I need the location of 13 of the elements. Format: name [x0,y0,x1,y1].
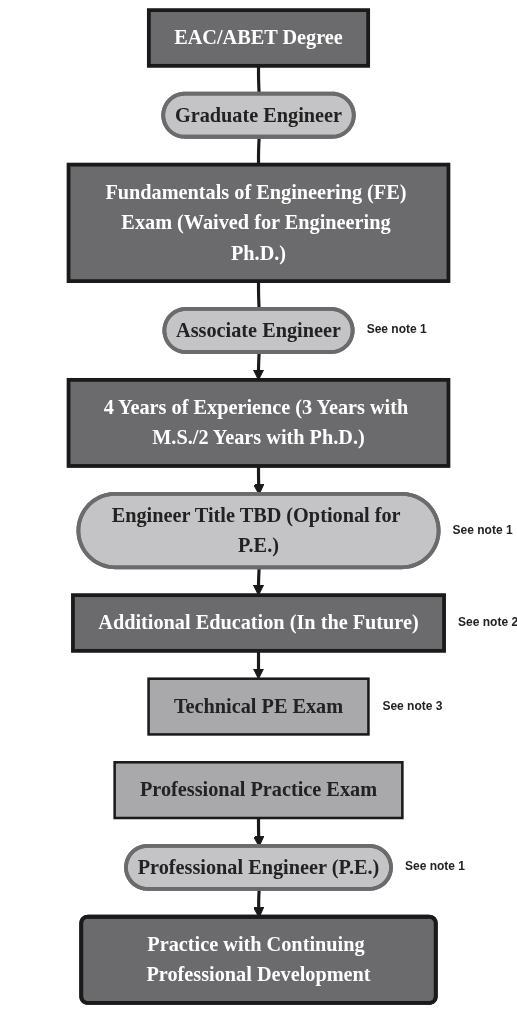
node-box: 4 Years of Experience (3 Years with M.S./2 Years with Ph.D.) [66,378,451,468]
node-box: EAC/ABET Degree [146,8,371,68]
note-text: See note 2 [458,615,517,629]
arrow [252,567,265,596]
node-box: Professional Practice Exam [113,761,404,820]
node-box: Fundamentals of Engineering (FE) Exam (Waived for Engineering Ph.D.) [66,162,451,283]
note-text: See note 3 [382,698,443,713]
note-text: See note 1 [452,522,513,537]
connector [256,137,261,165]
node-box: Technical PE Exam [147,677,370,736]
note-text: See note 1 [366,322,427,337]
node-box: Additional Education (In the Future) [71,593,446,653]
note-text: See note 1 [405,859,466,874]
